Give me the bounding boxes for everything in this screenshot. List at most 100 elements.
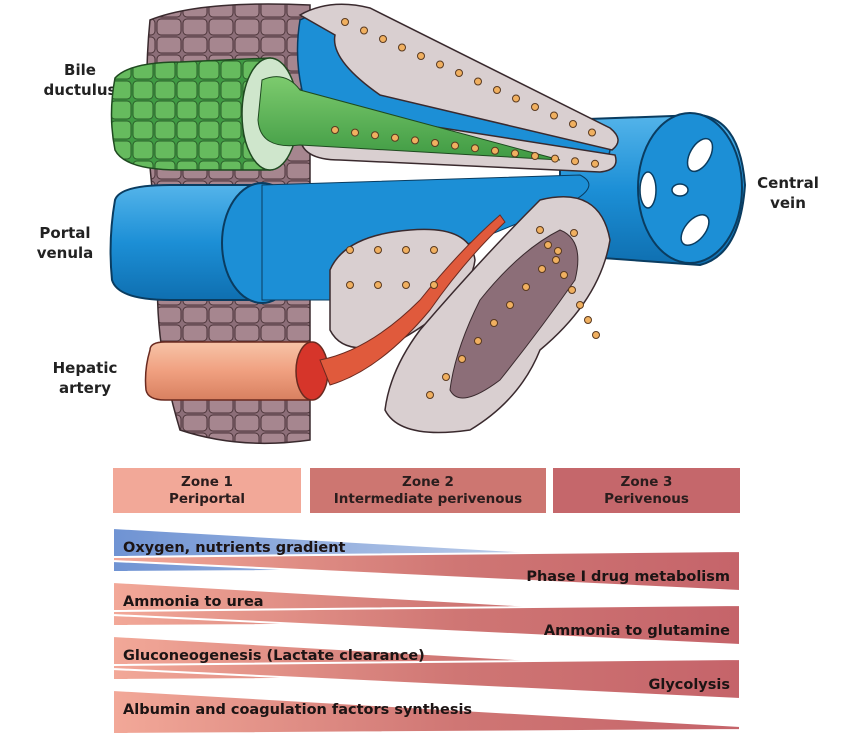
nucleus — [552, 256, 560, 264]
nucleus — [379, 35, 387, 43]
nucleus — [544, 241, 552, 249]
nucleus — [536, 226, 544, 234]
gradient-label: Glycolysis — [648, 677, 730, 693]
zone-2-header: Zone 2 Intermediate perivenous — [310, 468, 546, 513]
nucleus — [588, 128, 596, 137]
nucleus — [471, 144, 479, 153]
nucleus — [458, 355, 466, 363]
nucleus — [402, 281, 410, 289]
nucleus — [374, 246, 382, 254]
zone-desc: Periportal — [168, 490, 246, 507]
central-vein-opening — [637, 112, 743, 264]
nucleus — [436, 60, 444, 69]
zone-name: Zone 2 — [402, 473, 454, 490]
label-line: venula — [36, 244, 94, 262]
label-bile-ductulus: Bile ductulus — [40, 60, 120, 100]
hepatocyte-nuclei — [331, 18, 600, 399]
nucleus — [402, 246, 410, 254]
nucleus — [591, 159, 599, 168]
nucleus — [560, 271, 568, 279]
nucleus — [430, 246, 438, 254]
central-vein-hole — [639, 171, 657, 209]
label-line: Hepatic — [52, 359, 118, 377]
nucleus — [568, 286, 576, 294]
gradient-label: Ammonia to urea — [123, 594, 264, 610]
label-line: artery — [58, 379, 112, 397]
nucleus — [360, 26, 368, 35]
nucleus — [490, 319, 498, 327]
nucleus — [374, 281, 382, 289]
label-line: Central — [757, 174, 819, 192]
nucleus — [576, 301, 584, 309]
nucleus — [571, 157, 579, 166]
arterial-sinusoid — [319, 214, 506, 386]
nucleus — [506, 301, 514, 309]
nucleus — [531, 103, 539, 111]
nucleus — [341, 18, 349, 26]
nucleus — [584, 316, 592, 324]
gradient-label: Oxygen, nutrients gradient — [123, 540, 346, 556]
space-of-disse — [449, 229, 579, 399]
nucleus — [411, 136, 419, 145]
nucleus — [391, 133, 399, 142]
portal-venula-tube — [109, 184, 261, 301]
nucleus — [551, 154, 559, 163]
nucleus — [455, 69, 463, 77]
liver-lobule-illustration — [109, 3, 747, 445]
nucleus — [398, 43, 406, 52]
nucleus — [522, 283, 530, 291]
nucleus — [570, 229, 578, 237]
central-vein-hole — [686, 137, 714, 173]
nucleus — [491, 146, 499, 155]
nucleus — [431, 139, 439, 147]
nucleus — [493, 86, 501, 94]
nucleus — [351, 128, 359, 137]
central-vein-hole — [680, 214, 710, 246]
gradient-label: Gluconeogenesis (Lactate clearance) — [123, 648, 425, 664]
zone-desc: Perivenous — [604, 490, 689, 507]
label-line: Portal — [39, 224, 91, 242]
nucleus — [550, 111, 558, 120]
zone-name: Zone 3 — [620, 473, 673, 490]
gradient-label: Phase I drug metabolism — [526, 569, 730, 585]
central-vein-hole — [671, 183, 689, 197]
nucleus — [331, 126, 339, 134]
nucleus — [511, 149, 519, 158]
nucleus — [371, 131, 379, 140]
nucleus — [538, 265, 546, 273]
gradient-wedge — [112, 688, 741, 736]
gradient-wedge — [112, 657, 741, 701]
nucleus — [531, 152, 539, 160]
nucleus — [474, 77, 482, 86]
label-hepatic-artery: Hepatic artery — [45, 358, 125, 398]
bile-lumen — [257, 76, 561, 161]
label-central-vein: Central vein — [748, 173, 828, 213]
gradient-wedge — [112, 603, 741, 647]
zone-3-header: Zone 3 Perivenous — [553, 468, 740, 513]
label-portal-venula: Portal venula — [25, 223, 105, 263]
nucleus — [512, 94, 520, 103]
nucleus — [442, 373, 450, 381]
zone-name: Zone 1 — [181, 473, 233, 490]
nucleus — [430, 281, 438, 289]
nucleus — [474, 337, 482, 345]
nucleus — [417, 52, 425, 60]
label-line: Bile — [64, 61, 96, 79]
nucleus — [426, 391, 434, 399]
nucleus — [592, 331, 600, 339]
nucleus — [346, 281, 354, 289]
zone-desc: Intermediate perivenous — [333, 490, 523, 507]
bile-ductulus-tube — [110, 57, 271, 171]
gradient-label: Albumin and coagulation factors synthesi… — [123, 702, 473, 718]
nucleus — [451, 141, 459, 150]
gradient-label: Ammonia to glutamine — [543, 623, 730, 639]
hepatic-artery-tube — [144, 341, 311, 401]
zone-1-header: Zone 1 Periportal — [113, 468, 301, 513]
nucleus — [346, 246, 354, 254]
label-line: vein — [770, 194, 806, 212]
label-line: ductulus — [43, 81, 117, 99]
nucleus — [554, 247, 562, 255]
nucleus — [569, 120, 577, 128]
gradient-wedge — [112, 549, 741, 593]
